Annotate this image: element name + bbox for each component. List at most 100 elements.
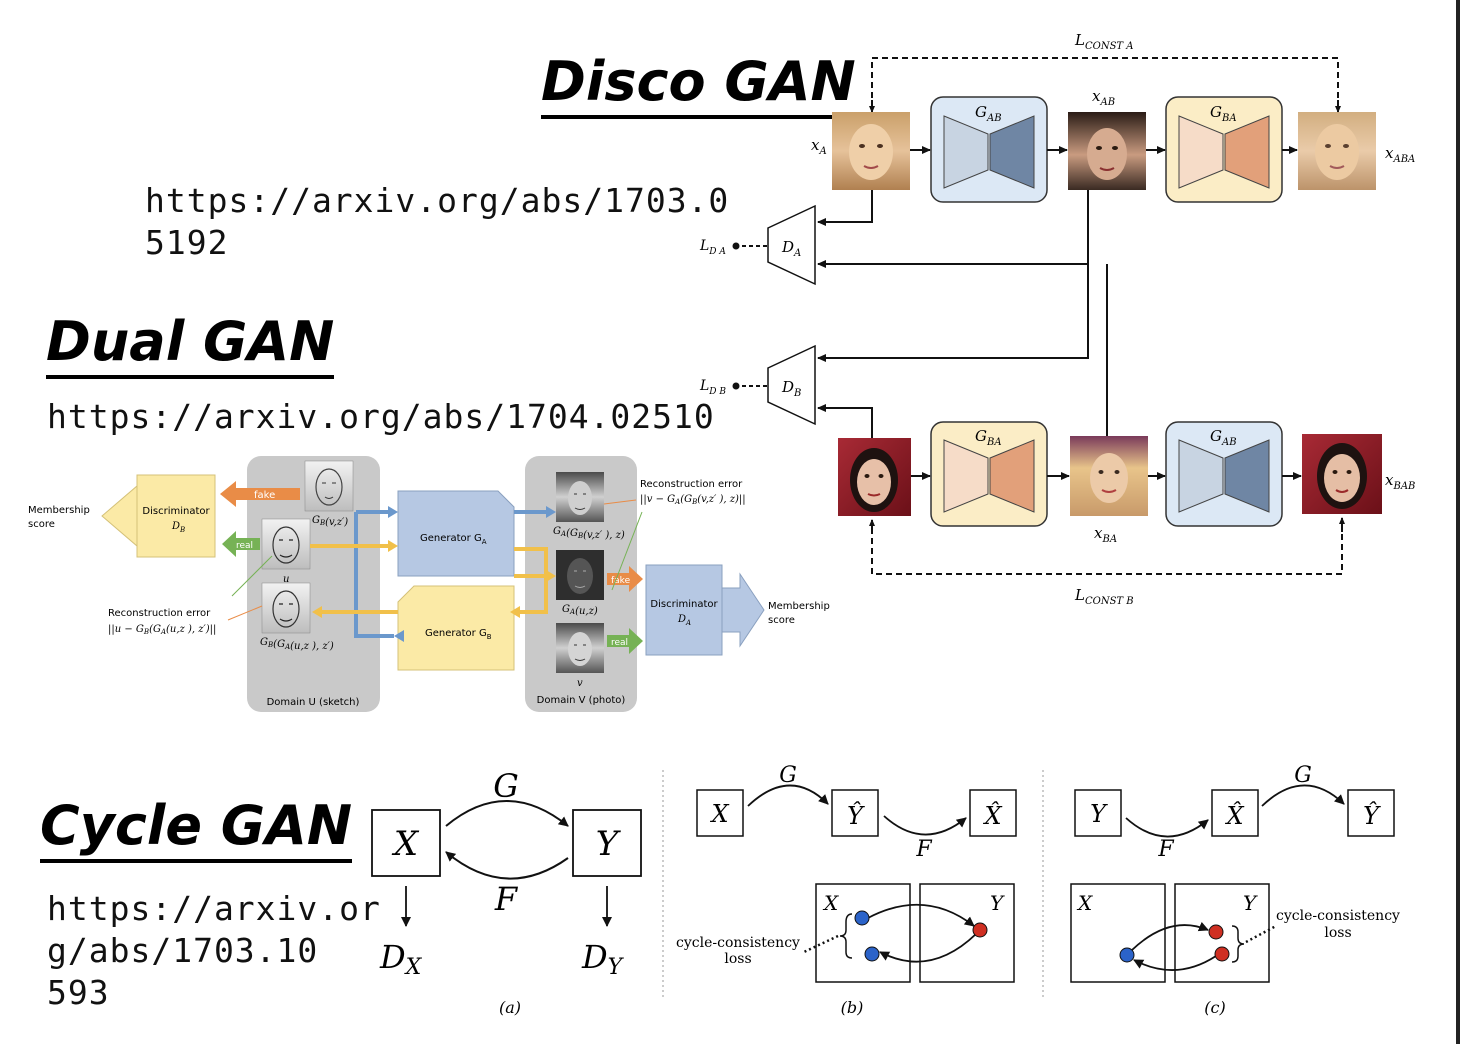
l-db-label: LD B bbox=[699, 378, 726, 397]
domain-u-label: Domain U (sketch) bbox=[267, 697, 360, 708]
dot-blue-2-b bbox=[864, 946, 880, 962]
f-a: F bbox=[494, 880, 519, 918]
box-x-b bbox=[696, 789, 744, 837]
g-ba-bottom-label: GBA bbox=[975, 427, 1002, 448]
face-x-b bbox=[838, 438, 911, 516]
discriminator-da-box bbox=[645, 564, 723, 656]
x-ba-label: xBA bbox=[1094, 524, 1117, 545]
discriminator-db-box bbox=[136, 474, 216, 558]
discriminator-da-symbol: DA bbox=[677, 614, 691, 627]
real-arrow-left bbox=[222, 531, 260, 557]
recon-left-title: Reconstruction error bbox=[108, 608, 211, 619]
g-c: G bbox=[1294, 763, 1312, 788]
disco-url-line1[interactable]: https://arxiv.org/abs/1703.0 bbox=[145, 181, 730, 220]
generator-gb-box bbox=[397, 585, 515, 671]
d-a-label: DA bbox=[781, 238, 801, 259]
label-gb-vz: GB(v,z′) bbox=[312, 515, 348, 528]
loss-b-1: cycle-consistency bbox=[676, 935, 800, 951]
cycle-panel-b: X Ŷ X̂ G F X Y cycle-consistency loss (b… bbox=[676, 763, 1017, 1017]
face-v bbox=[556, 623, 604, 673]
face-x-ab bbox=[1068, 112, 1146, 190]
window-edge bbox=[1456, 0, 1460, 1044]
g-ab-bottom-label: GAB bbox=[1210, 427, 1237, 448]
g-b: G bbox=[779, 763, 797, 788]
cycle-gan-url[interactable]: https://arxiv.or g/abs/1703.10 593 bbox=[47, 888, 381, 1014]
label-gb-ga: GB(GA(u,z ), z′) bbox=[260, 637, 334, 652]
xhat-c: X̂ bbox=[1224, 802, 1244, 830]
loss-pointer-b bbox=[803, 934, 839, 954]
brace-b bbox=[839, 913, 853, 959]
label-ga-uz: GA(u,z) bbox=[562, 604, 598, 617]
cycle-url-line1[interactable]: https://arxiv.or bbox=[47, 889, 381, 928]
x-ab-label: xAB bbox=[1092, 87, 1115, 108]
discriminator-db-label: Discriminator bbox=[142, 506, 210, 517]
g-ab-top-label: GAB bbox=[975, 103, 1002, 124]
box-xhat-c bbox=[1211, 789, 1259, 837]
membership-arrow-right bbox=[721, 572, 765, 648]
f-c: F bbox=[1157, 837, 1174, 862]
loss-c-2: loss bbox=[1324, 925, 1351, 941]
fake-label-left: fake bbox=[254, 490, 275, 501]
cycle-panel-a: X Y G F DX DY (a) bbox=[371, 767, 642, 1017]
x-a: X bbox=[391, 824, 420, 864]
membership-arrow-left bbox=[101, 484, 138, 548]
space-x-label-c: X bbox=[1076, 891, 1093, 915]
dy-a: DY bbox=[581, 938, 625, 980]
generator-g-ba-bottom bbox=[930, 421, 1048, 527]
f-b: F bbox=[915, 837, 932, 862]
generator-g-ba-top bbox=[1165, 96, 1283, 203]
domain-v-label: Domain V (photo) bbox=[537, 695, 626, 706]
loss-b-2: loss bbox=[724, 951, 751, 967]
space-x-label-b: X bbox=[822, 891, 839, 915]
l-const-a-label: LCONST A bbox=[1074, 31, 1134, 52]
label-u: u bbox=[283, 574, 289, 585]
x-aba-label: xABA bbox=[1385, 144, 1415, 165]
box-yhat-b bbox=[831, 789, 879, 837]
dot-red-1-c bbox=[1208, 924, 1224, 940]
dot-blue-c bbox=[1119, 947, 1135, 963]
discriminator-db-symbol: DB bbox=[171, 521, 185, 534]
caption-c: (c) bbox=[1204, 998, 1225, 1017]
caption-a: (a) bbox=[499, 998, 521, 1017]
dual-gan-url[interactable]: https://arxiv.org/abs/1704.02510 bbox=[47, 397, 715, 436]
d-b-label: DB bbox=[781, 378, 801, 399]
xhat-b: X̂ bbox=[982, 802, 1002, 830]
x-bab-label: xBAB bbox=[1385, 471, 1415, 492]
real-arrow-right bbox=[607, 628, 643, 654]
face-x-aba bbox=[1298, 112, 1376, 190]
y-c: Y bbox=[1090, 800, 1108, 828]
y-a: Y bbox=[596, 824, 622, 864]
g-a: G bbox=[493, 767, 519, 805]
generator-ga-box bbox=[397, 490, 515, 577]
l-const-b-label: LCONST B bbox=[1074, 586, 1134, 607]
cycle-panel-c: Y X̂ Ŷ F G X Y cycle-consistency loss (c… bbox=[1070, 763, 1400, 1017]
loss-pointer-c bbox=[1245, 924, 1277, 944]
face-gb-vz bbox=[304, 460, 354, 512]
membership-right-1: Membership bbox=[768, 601, 830, 612]
caption-b: (b) bbox=[841, 998, 864, 1017]
cycle-gan-title: Cycle GAN bbox=[40, 796, 353, 864]
cycle-url-line3[interactable]: 593 bbox=[47, 973, 110, 1012]
loss-c-1: cycle-consistency bbox=[1276, 908, 1400, 924]
dot-blue-1-b bbox=[854, 910, 870, 926]
generator-g-ab-top bbox=[930, 96, 1048, 203]
disco-gan-title: Disco GAN bbox=[541, 52, 856, 120]
recon-left-formula: ||u − GB(GA(u,z ), z′)|| bbox=[108, 624, 216, 636]
face-x-bab bbox=[1302, 434, 1382, 514]
disco-gan-url[interactable]: https://arxiv.org/abs/1703.0 5192 bbox=[145, 180, 729, 264]
face-x-a bbox=[832, 112, 910, 190]
space-y-label-c: Y bbox=[1243, 891, 1258, 915]
fake-label-right: fake bbox=[611, 576, 631, 586]
membership-left-1: Membership bbox=[28, 505, 90, 516]
face-u bbox=[261, 518, 311, 570]
label-ga-gb: GA(GB(v,z′ ), z) bbox=[553, 526, 625, 541]
g-ba-top-label: GBA bbox=[1210, 103, 1237, 124]
discriminator-da-label: Discriminator bbox=[650, 599, 718, 610]
space-y-b bbox=[919, 883, 1015, 983]
disco-url-line2[interactable]: 5192 bbox=[145, 223, 229, 262]
yhat-b: Ŷ bbox=[847, 801, 865, 830]
discriminator-d-a bbox=[767, 204, 816, 286]
cycle-url-line2[interactable]: g/abs/1703.10 bbox=[47, 931, 319, 970]
